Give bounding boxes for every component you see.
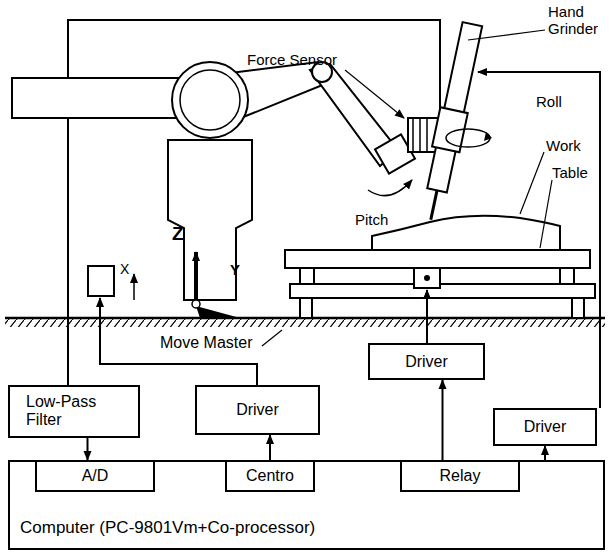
table-drive-wire bbox=[426, 290, 428, 343]
part-label: X bbox=[120, 262, 129, 277]
node-text: Centro bbox=[233, 462, 307, 490]
computer-band: Computer (PC-9801Vm+Co-processor) A/D Cent… bbox=[8, 460, 605, 550]
robot-interface-box bbox=[88, 266, 114, 296]
node-text: Driver bbox=[501, 410, 589, 444]
hand-grinder bbox=[417, 21, 486, 222]
node-text: A/D bbox=[43, 462, 147, 490]
leader-line bbox=[262, 330, 282, 346]
part-label: Roll bbox=[536, 94, 562, 111]
signal-connector bbox=[87, 438, 89, 460]
part-label: Z bbox=[172, 224, 184, 245]
node-text: Low-Pass Filter bbox=[26, 393, 122, 430]
interface-box: Relay bbox=[400, 460, 520, 492]
y-axis bbox=[196, 306, 240, 318]
part-label: Y bbox=[230, 262, 240, 279]
part-label: Table bbox=[552, 165, 588, 182]
part-label: Move Master bbox=[160, 334, 252, 352]
leader-line bbox=[345, 70, 404, 118]
table-base bbox=[290, 284, 595, 298]
node-text: Driver bbox=[203, 387, 312, 433]
table-top bbox=[285, 250, 590, 268]
z-axis bbox=[194, 252, 198, 300]
driver-box: Driver bbox=[368, 343, 485, 380]
part-label: Work bbox=[546, 138, 581, 155]
grinder-drive-wire bbox=[478, 72, 600, 408]
part-label: Hand Grinder bbox=[548, 4, 608, 37]
sensor-wire bbox=[68, 20, 440, 385]
pitch-arrow bbox=[368, 180, 412, 196]
part-label: Pitch bbox=[355, 212, 388, 229]
driver-box: Driver bbox=[493, 408, 597, 446]
ground-hatch bbox=[5, 318, 605, 327]
node-text: Relay bbox=[408, 462, 512, 490]
leader-line bbox=[540, 180, 552, 248]
signal-connector bbox=[442, 380, 444, 460]
node-text: Driver bbox=[376, 345, 477, 378]
filter-box: Low-Pass Filter bbox=[8, 385, 140, 438]
interface-box: Centro bbox=[225, 460, 315, 492]
robot-drive-wire bbox=[100, 298, 257, 385]
part-label: Force Sensor bbox=[247, 52, 337, 69]
signal-connector bbox=[269, 435, 271, 460]
table-actuator bbox=[414, 268, 440, 288]
robot-pedestal bbox=[168, 140, 252, 300]
robot-rear-arm bbox=[12, 78, 182, 118]
shoulder-joint-inner bbox=[180, 70, 240, 130]
leader-line bbox=[468, 30, 545, 40]
roll-arrow bbox=[446, 129, 490, 147]
work-piece bbox=[372, 216, 560, 250]
driver-box: Driver bbox=[195, 385, 320, 435]
leader-line bbox=[520, 152, 544, 214]
x-axis bbox=[133, 274, 135, 300]
interface-box: A/D bbox=[35, 460, 155, 492]
node-text: Computer (PC-9801Vm+Co-processor) bbox=[20, 518, 315, 538]
shoulder-joint bbox=[172, 62, 248, 138]
